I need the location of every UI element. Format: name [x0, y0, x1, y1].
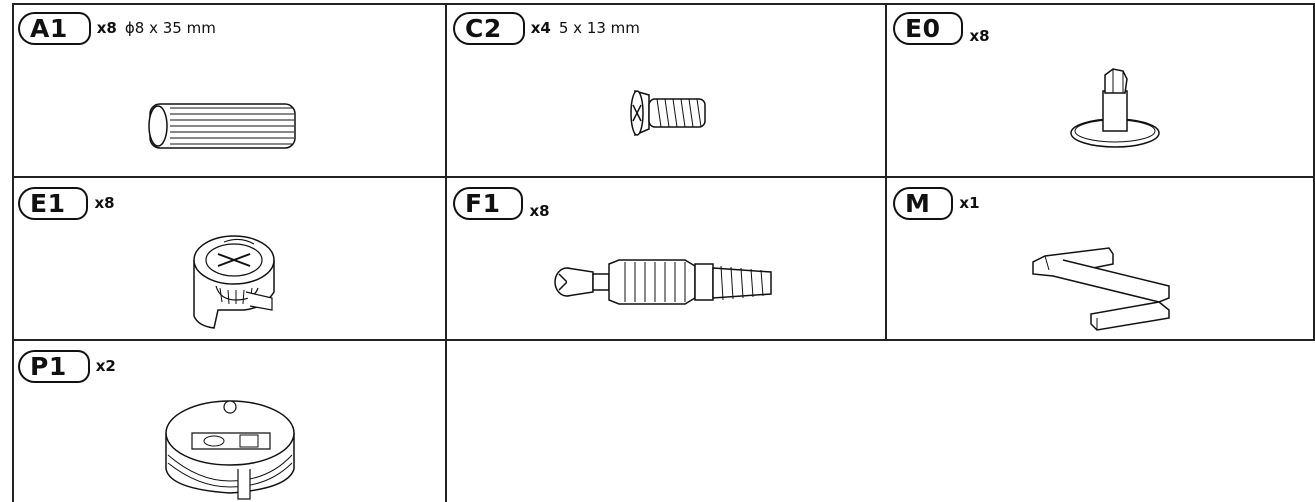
part-cell-e0: E0 x8 — [887, 3, 1313, 176]
connector-bolt-icon — [545, 252, 785, 312]
grid-line — [12, 3, 14, 502]
part-code-badge: P1 — [18, 349, 90, 383]
part-cell-f1: F1 x8 — [447, 178, 885, 339]
part-cell-e1: E1 x8 — [12, 178, 445, 339]
part-cell-a1: A1 x8 ϕ8 x 35 mm — [12, 3, 445, 176]
grid-line — [1313, 3, 1315, 341]
cam-housing-icon — [158, 389, 308, 501]
part-code-badge: A1 — [18, 11, 91, 45]
grid-line — [12, 3, 1315, 5]
part-quantity: x2 — [95, 357, 116, 375]
grid-line — [12, 176, 1315, 178]
part-spec: ϕ8 x 35 mm — [124, 19, 216, 37]
part-code-badge: F1 — [453, 186, 524, 220]
part-spec: 5 x 13 mm — [558, 19, 640, 37]
part-cell-p1: P1 x2 — [12, 341, 445, 502]
grid-line — [885, 3, 887, 341]
part-code-badge: M — [893, 186, 954, 220]
part-quantity: x8 — [96, 19, 117, 37]
part-quantity: x4 — [530, 19, 551, 37]
allen-key-icon — [1027, 234, 1187, 334]
part-quantity: x8 — [969, 27, 990, 45]
grid-line — [445, 3, 447, 502]
part-quantity: x8 — [529, 202, 550, 220]
part-code-badge: E1 — [18, 186, 89, 220]
part-quantity: x8 — [94, 194, 115, 212]
part-cell-c2: C2 x4 5 x 13 mm — [447, 3, 885, 176]
grid-line — [12, 339, 1315, 341]
part-cell-m: M x1 — [887, 178, 1313, 339]
dowel-icon — [144, 98, 304, 158]
cam-lock-icon — [184, 226, 284, 336]
parts-grid: A1 x8 ϕ8 x 35 mm C2 — [12, 3, 1315, 502]
part-quantity: x1 — [959, 194, 980, 212]
part-code-badge: C2 — [453, 11, 525, 45]
part-code-badge: E0 — [893, 11, 964, 45]
screw-icon — [627, 83, 717, 143]
cam-dowel-icon — [1067, 65, 1167, 155]
